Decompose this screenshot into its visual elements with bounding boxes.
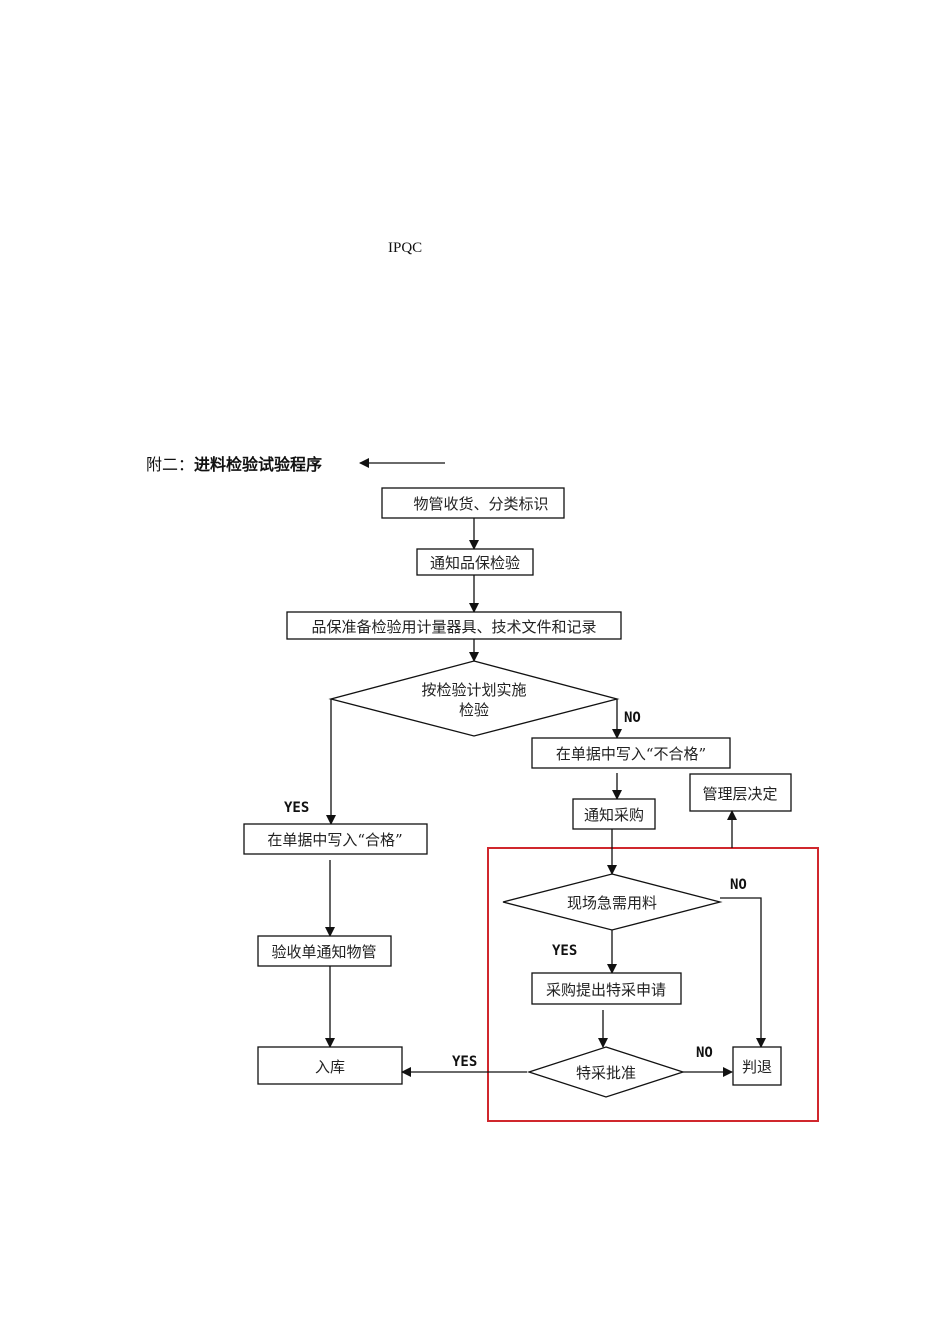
node-warehouse-in: 入库: [257, 1046, 403, 1085]
node-prepare: 品保准备检验用计量器具、技术文件和记录: [286, 611, 622, 640]
node-notify-qa-text: 通知品保检验: [430, 554, 520, 572]
label-urgent-no: NO: [730, 877, 747, 893]
decision-urgent-text: 现场急需用料: [567, 894, 657, 912]
ipqc-label: IPQC: [388, 240, 423, 256]
decision-inspect-text-1: 按检验计划实施: [421, 681, 526, 699]
label-approve-yes: YES: [452, 1054, 477, 1070]
label-inspect-yes: YES: [284, 800, 309, 816]
decision-inspect: 按检验计划实施 检验: [328, 660, 620, 737]
node-management-text: 管理层决定: [702, 785, 777, 803]
node-notify-warehouse: 验收单通知物管: [257, 935, 392, 967]
section-heading: 附二：进料检验试验程序: [146, 451, 322, 475]
node-reject-text: 判退: [742, 1058, 772, 1076]
node-special-request-text: 采购提出特采申请: [546, 981, 666, 999]
node-reject: 判退: [732, 1046, 782, 1086]
node-management: 管理层决定: [689, 773, 792, 812]
special-acceptance-frame: [487, 847, 819, 1122]
node-notify-purchase: 通知采购: [572, 798, 656, 830]
node-receive: 物管收货、分类标识: [381, 487, 565, 519]
label-approve-no: NO: [696, 1045, 713, 1061]
node-write-pass-text: 在单据中写入“合格”: [267, 831, 402, 849]
decision-approve: 特采批准: [526, 1046, 686, 1098]
node-warehouse-in-text: 入库: [315, 1058, 345, 1076]
node-special-request: 采购提出特采申请: [531, 972, 682, 1005]
node-receive-text: 物管收货、分类标识: [413, 495, 548, 513]
decision-urgent: 现场急需用料: [502, 873, 723, 931]
node-write-fail: 在单据中写入“不合格”: [531, 737, 731, 769]
decision-approve-text: 特采批准: [576, 1064, 636, 1082]
label-urgent-yes: YES: [552, 943, 577, 959]
node-notify-qa: 通知品保检验: [416, 548, 534, 576]
heading-prefix: 附二：: [146, 455, 195, 474]
decision-inspect-text-2: 检验: [459, 701, 489, 719]
node-write-pass: 在单据中写入“合格”: [243, 823, 428, 855]
node-notify-warehouse-text: 验收单通知物管: [271, 943, 376, 961]
label-inspect-no: NO: [624, 710, 641, 726]
heading-title: 进料检验试验程序: [194, 455, 323, 474]
arrow-urgent-no: [720, 897, 766, 1048]
node-notify-purchase-text: 通知采购: [584, 806, 644, 824]
node-prepare-text: 品保准备检验用计量器具、技术文件和记录: [311, 618, 596, 636]
node-write-fail-text: 在单据中写入“不合格”: [556, 745, 706, 763]
